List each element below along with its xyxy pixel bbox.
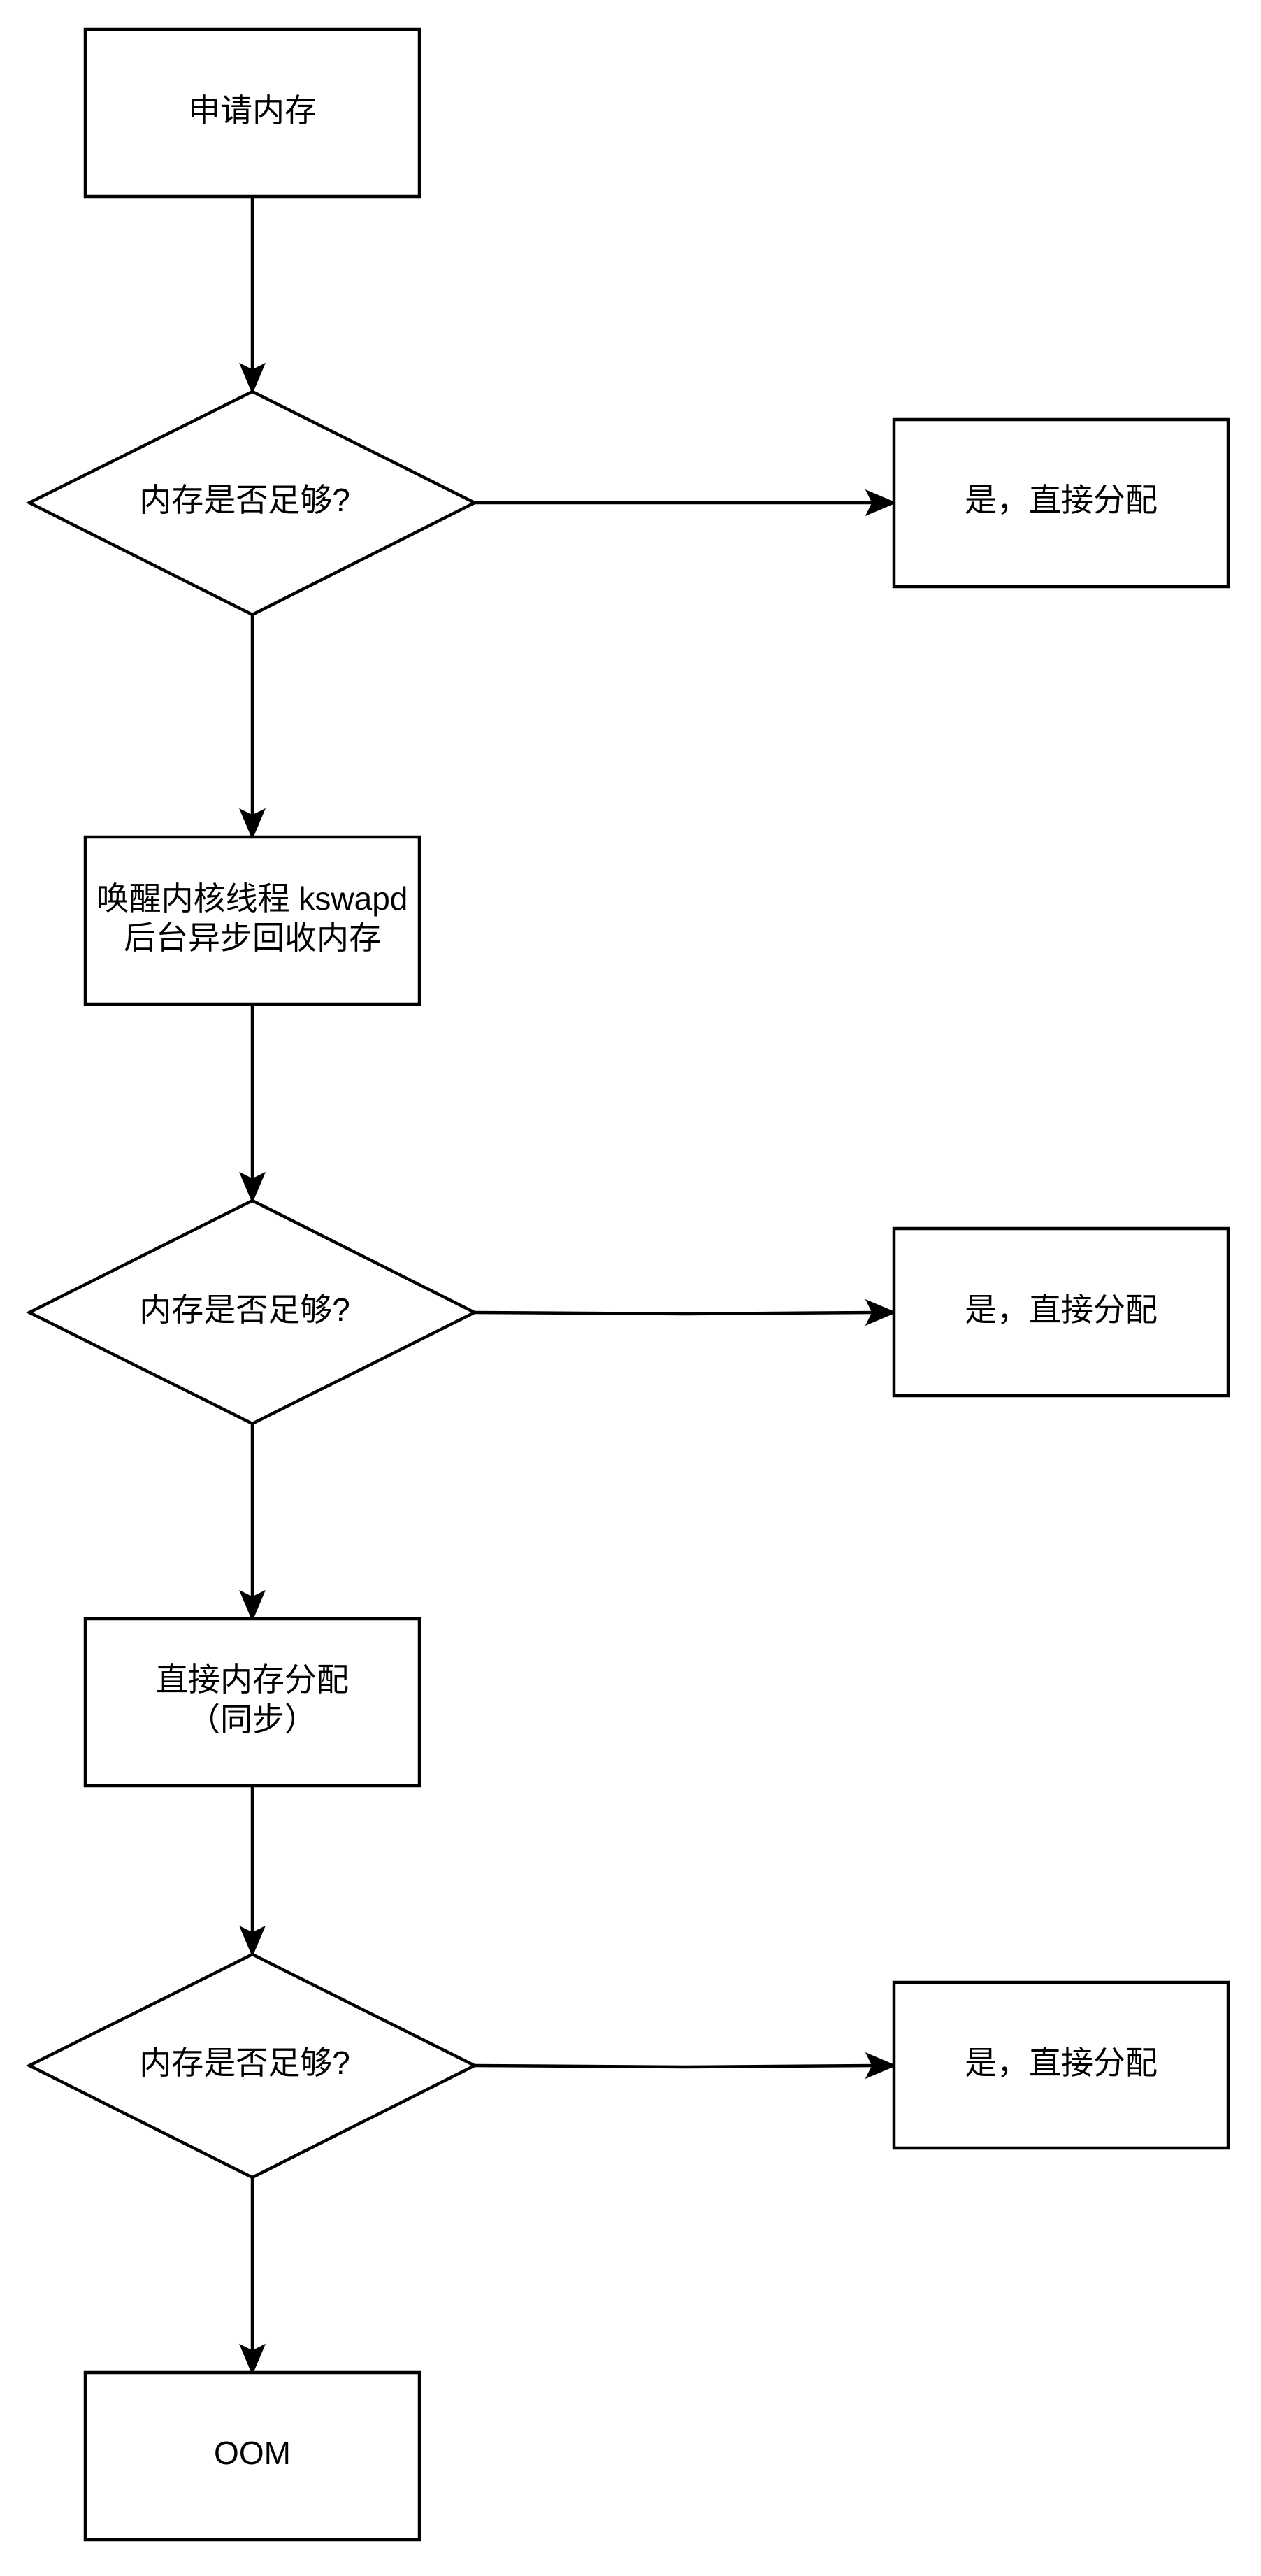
edges	[239, 196, 897, 2375]
node-yes1: 是，直接分配	[892, 417, 1230, 589]
edge-check2-to-yes2	[474, 1310, 874, 1316]
arrowhead	[239, 2343, 266, 2375]
node-label: 是，直接分配	[965, 1291, 1158, 1328]
node-label: 内存是否足够?	[139, 2045, 350, 2081]
node-direct: 直接内存分配 （同步）	[83, 1617, 421, 1788]
node-label-line1: 直接内存分配	[156, 1661, 349, 1698]
arrowhead	[865, 1299, 897, 1326]
node-label: 内存是否足够?	[139, 1291, 350, 1328]
node-label: OOM	[214, 2435, 291, 2471]
node-kswapd: 唤醒内核线程 kswapd 后台异步回收内存	[83, 835, 421, 1006]
arrowhead	[865, 2052, 897, 2079]
node-label-line2: 后台异步回收内存	[124, 920, 381, 956]
node-check1: 内存是否足够?	[25, 389, 479, 617]
arrowhead	[865, 489, 897, 516]
node-oom: OOM	[83, 2370, 421, 2542]
arrowhead	[239, 808, 266, 840]
node-label: 是，直接分配	[965, 2045, 1158, 2081]
node-request: 申请内存	[83, 27, 421, 199]
arrowhead	[239, 362, 266, 394]
node-label: 申请内存	[188, 92, 317, 129]
node-label-line1: 唤醒内核线程 kswapd	[97, 880, 408, 917]
node-yes2: 是，直接分配	[892, 1226, 1230, 1398]
arrowhead	[239, 1171, 266, 1203]
node-check3: 内存是否足够?	[25, 1952, 479, 2180]
node-yes3: 是，直接分配	[892, 1980, 1230, 2150]
arrowhead	[239, 1925, 266, 1957]
edge-check3-to-yes3	[474, 2063, 874, 2069]
node-check2: 内存是否足够?	[25, 1198, 479, 1426]
arrowhead	[239, 1589, 266, 1622]
node-label: 是，直接分配	[965, 482, 1158, 518]
node-label: 内存是否足够?	[139, 482, 350, 518]
node-label-line2: （同步）	[188, 1701, 317, 1738]
